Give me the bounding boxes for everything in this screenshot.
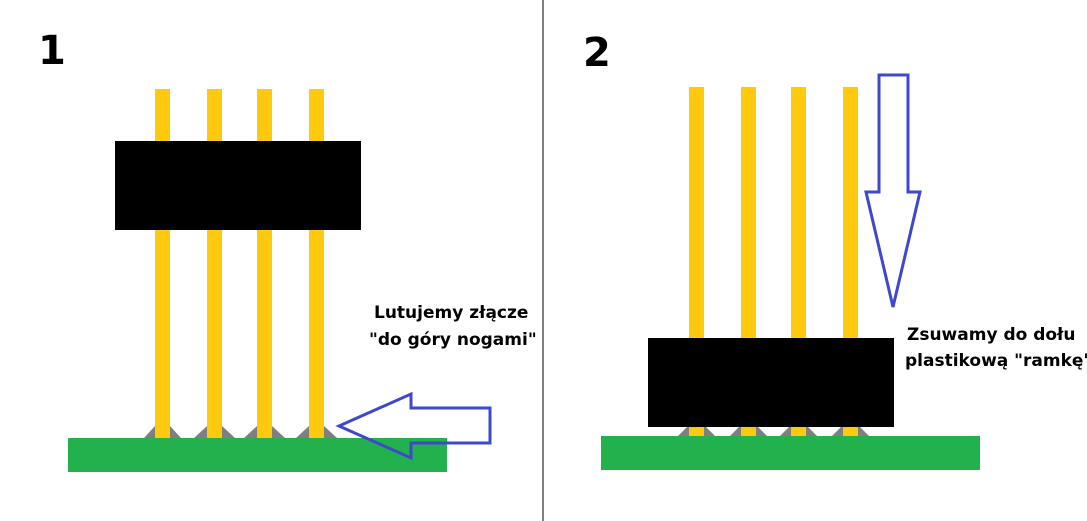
- arrow-down-icon: [864, 73, 922, 308]
- pcb-board: [601, 436, 980, 470]
- pcb-board: [68, 438, 447, 472]
- arrow-left-icon: [335, 391, 492, 461]
- panel-1: 1 Lutujemy złącze "do góry nogami": [38, 28, 537, 472]
- header-plastic-frame: [648, 338, 894, 427]
- step-number: 2: [583, 30, 611, 76]
- step-note-line-1: Zsuwamy do dołu: [907, 325, 1075, 345]
- step-number: 1: [38, 28, 66, 74]
- step-note-line-1: Lutujemy złącze: [374, 303, 528, 323]
- header-plastic-frame: [115, 141, 361, 230]
- step-note-line-2: "do góry nogami": [369, 330, 537, 350]
- step-note-line-2: plastikową "ramkę": [905, 351, 1087, 371]
- solder-joints: [144, 426, 337, 438]
- panel-2: 2 Zsuwamy do dołu plastikową "ramkę": [583, 30, 1087, 470]
